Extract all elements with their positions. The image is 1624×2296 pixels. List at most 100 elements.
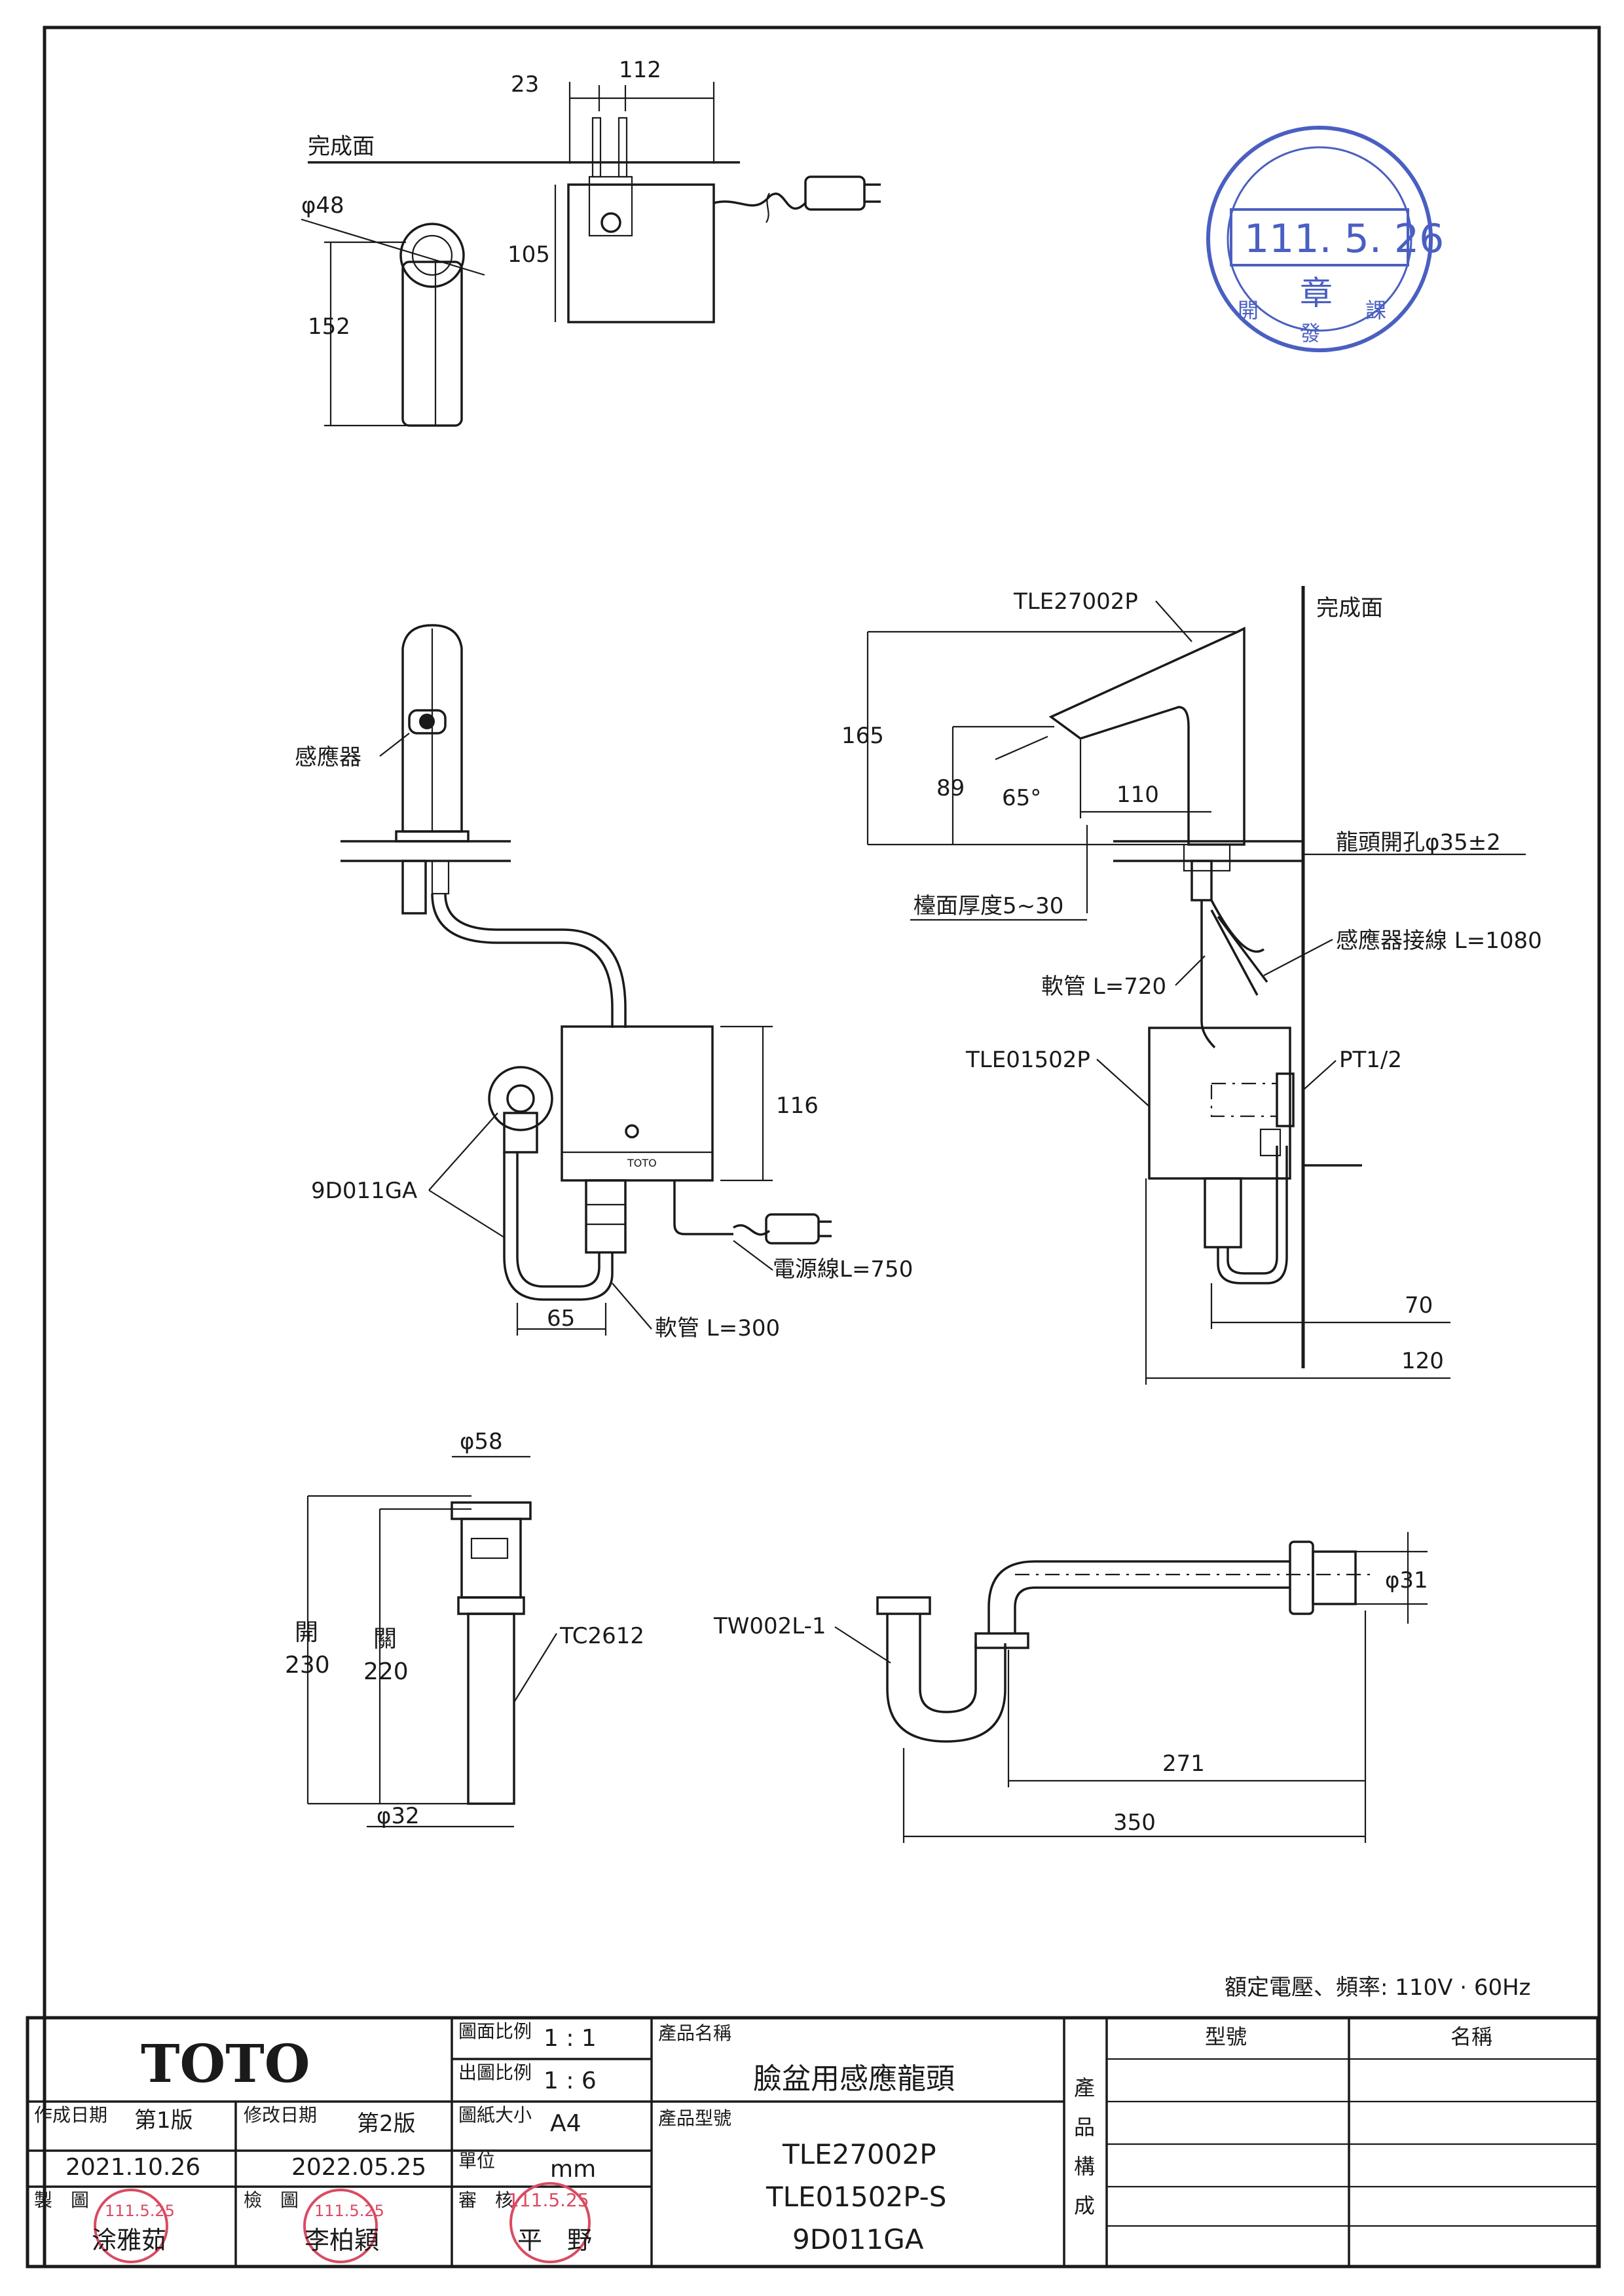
svg-text:修改日期: 修改日期 (244, 2104, 317, 2126)
stamp-char: 章 (1300, 274, 1333, 312)
dia-58: φ58 (460, 1429, 503, 1455)
svg-text:成: 成 (1074, 2193, 1095, 2218)
surface-label-side: 完成面 (1316, 595, 1383, 621)
hole-label: 龍頭開孔φ35±2 (1336, 829, 1501, 856)
created-date: 2021.10.26 (65, 2154, 200, 2181)
close-220: 220 (363, 1658, 409, 1685)
col-model: 型號 (1205, 2024, 1247, 2049)
dim-271: 271 (1162, 1751, 1205, 1777)
faucet-front (401, 624, 463, 833)
checker-stamp (303, 2189, 378, 2263)
version-1: 第1版 (134, 2107, 193, 2134)
svg-text:產: 產 (1074, 2075, 1095, 2100)
print-scale-value: 1 : 6 (544, 2068, 597, 2094)
model-1: TLE27002P (782, 2138, 936, 2170)
stamp-date: 111. 5. 26 (1244, 216, 1444, 262)
thickness-label: 檯面厚度5~30 (913, 893, 1063, 919)
power-cable-label: 電源線L=750 (773, 1256, 913, 1283)
pt-label: PT1/2 (1339, 1047, 1402, 1073)
svg-text:產品名稱: 產品名稱 (658, 2022, 731, 2044)
surface-label-top: 完成面 (308, 134, 375, 160)
svg-text:構: 構 (1074, 2154, 1095, 2179)
svg-text:產品型號: 產品型號 (658, 2107, 731, 2129)
open-label: 開 (295, 1619, 318, 1646)
reviewer-stamp (509, 2182, 591, 2263)
dim-70: 70 (1405, 1292, 1433, 1319)
box-top-view (567, 183, 715, 323)
svg-text:製 圖: 製 圖 (34, 2189, 89, 2211)
scale-value: 1 : 1 (544, 2025, 597, 2052)
paper-size-value: A4 (550, 2110, 581, 2137)
faucet-head-top (399, 223, 465, 288)
col-name: 名稱 (1450, 2024, 1492, 2049)
approval-stamp: 111. 5. 26 章 開 發 課 (1206, 126, 1444, 352)
top-view: 完成面 23 112 105 φ48 152 (301, 57, 881, 427)
unit-value: mm (550, 2156, 596, 2183)
dim-112: 112 (619, 57, 661, 83)
checker-name: 李柏穎 (304, 2226, 379, 2255)
plug-icon (804, 175, 866, 211)
svg-text:出圖比例: 出圖比例 (458, 2062, 532, 2083)
svg-text:作成日期: 作成日期 (34, 2104, 107, 2126)
svg-text:111.5.25: 111.5.25 (314, 2202, 384, 2220)
wall-flange (1289, 1540, 1314, 1615)
sensor-window (408, 709, 447, 735)
dia-48: φ48 (301, 192, 344, 219)
faucet-body-top (401, 261, 463, 427)
dim-116: 116 (776, 1093, 819, 1119)
side-view: TLE27002P 完成面 165 89 65° 110 龍頭開孔φ35±2 檯… (841, 586, 1542, 1385)
dim-23: 23 (511, 71, 539, 98)
svg-text:111.5.25: 111.5.25 (507, 2189, 589, 2211)
model-label-side: TLE27002P (1013, 589, 1138, 615)
drawing-border (43, 26, 1601, 2269)
dim-165: 165 (841, 723, 884, 749)
hose-720-label: 軟管 L=720 (1041, 974, 1166, 1000)
model-3: 9D011GA (792, 2223, 924, 2255)
sensor-label: 感應器 (295, 744, 361, 771)
svg-text:審 核: 審 核 (458, 2189, 513, 2211)
dim-65: 65 (547, 1305, 575, 1332)
dia-32: φ32 (377, 1803, 420, 1829)
dia-31: φ31 (1385, 1567, 1428, 1594)
model-2: TLE01502P-S (766, 2181, 946, 2213)
tc2612-label: TC2612 (559, 1623, 644, 1649)
power-plug-icon (765, 1213, 820, 1245)
svg-text:圖紙大小: 圖紙大小 (458, 2104, 532, 2126)
control-box-front (561, 1025, 714, 1182)
box-model-label: TLE01502P (965, 1047, 1090, 1073)
drawer-stamp (94, 2189, 168, 2263)
reviewer-name: 平 野 (517, 2226, 592, 2255)
svg-text:111.5.25: 111.5.25 (105, 2202, 175, 2220)
hose-300-label: 軟管 L=300 (655, 1315, 780, 1341)
dim-89: 89 (936, 775, 965, 801)
angle-65: 65° (1002, 785, 1041, 811)
svg-text:開: 開 (1238, 298, 1259, 323)
revised-date: 2022.05.25 (291, 2154, 426, 2181)
rated-voltage: 額定電壓、頻率: 110V · 60Hz (1225, 1975, 1531, 2001)
drain-view: φ58 開 230 關 220 TC2612 φ32 (285, 1429, 644, 1829)
dim-120: 120 (1401, 1348, 1444, 1374)
svg-text:檢 圖: 檢 圖 (244, 2189, 299, 2211)
svg-text:圖面比例: 圖面比例 (458, 2020, 532, 2042)
dim-350: 350 (1113, 1810, 1156, 1836)
product-name: 臉盆用感應龍頭 (753, 2062, 955, 2096)
drain-pipe (467, 1613, 515, 1805)
open-230: 230 (285, 1652, 330, 1679)
svg-text:發: 發 (1300, 321, 1321, 346)
tw002l-label: TW002L-1 (713, 1613, 826, 1639)
trap-u-outer (886, 1614, 1006, 1743)
dim-152: 152 (308, 314, 350, 340)
drain-cap (451, 1501, 532, 1520)
svg-text:課: 課 (1365, 298, 1386, 323)
check-valve-9d (488, 1066, 553, 1131)
dim-105: 105 (507, 242, 550, 268)
title-block: TOTO 圖面比例 1 : 1 出圖比例 1 : 6 圖紙大小 A4 單位 mm… (26, 2016, 1600, 2269)
drawer-name: 涂雅茹 (92, 2226, 166, 2255)
trap-view: TW002L-1 φ31 271 350 (713, 1532, 1428, 1843)
close-label: 關 (373, 1626, 397, 1652)
part-9d011ga-label: 9D011GA (311, 1178, 417, 1204)
dim-110: 110 (1116, 782, 1159, 808)
sensor-wire-label: 感應器接線 L=1080 (1336, 928, 1542, 954)
box-brand-small: TOTO (627, 1157, 657, 1169)
